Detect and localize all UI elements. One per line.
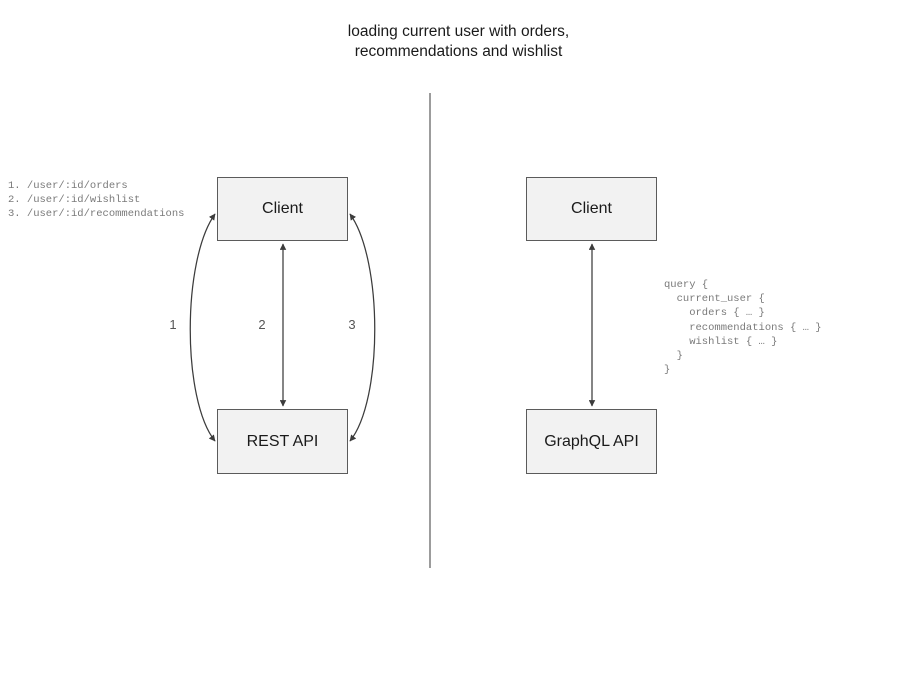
- node-client-graphql-label: Client: [571, 200, 612, 217]
- node-rest-api-label: REST API: [246, 432, 319, 450]
- node-graphql-api-label: GraphQL API: [544, 432, 639, 450]
- node-client-rest-label: Client: [262, 200, 303, 217]
- edge-label-3: 3: [348, 317, 356, 332]
- node-graphql-api[interactable]: GraphQL API: [526, 409, 657, 474]
- edge-label-1: 1: [169, 317, 177, 332]
- page-title-line-2: recommendations and wishlist: [354, 43, 563, 60]
- graphql-query-snippet: query { current_user { orders { … } reco…: [664, 279, 822, 377]
- edge-3-curve: [349, 213, 376, 442]
- node-client-rest[interactable]: Client: [217, 177, 348, 241]
- edge-label-2: 2: [258, 317, 266, 332]
- rest-endpoint-list: 1. /user/:id/orders 2. /user/:id/wishlis…: [8, 180, 185, 221]
- page-title-line-1: loading current user with orders,: [347, 23, 570, 40]
- node-client-graphql[interactable]: Client: [526, 177, 657, 241]
- node-rest-api[interactable]: REST API: [217, 409, 348, 474]
- page-title: loading current user with orders, recomme…: [0, 22, 917, 62]
- edge-1-curve: [189, 213, 216, 442]
